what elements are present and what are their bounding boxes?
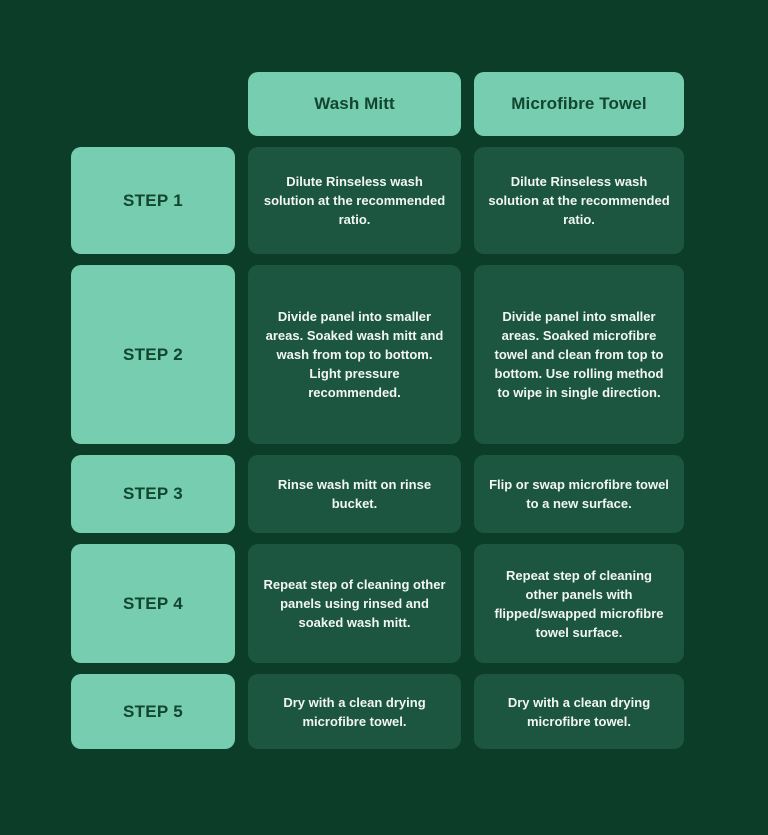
column-header-microfibre-towel: Microfibre Towel xyxy=(474,72,684,136)
step-label-4: STEP 4 xyxy=(71,544,235,663)
step-label-5: STEP 5 xyxy=(71,674,235,749)
step-label-1: STEP 1 xyxy=(71,147,235,254)
comparison-table: Wash Mitt Microfibre Towel STEP 1 Dilute… xyxy=(71,72,684,749)
cell-wash-mitt-step-5: Dry with a clean drying microfibre towel… xyxy=(248,674,461,749)
cell-wash-mitt-step-1: Dilute Rinseless wash solution at the re… xyxy=(248,147,461,254)
column-header-wash-mitt: Wash Mitt xyxy=(248,72,461,136)
cell-microfibre-towel-step-1: Dilute Rinseless wash solution at the re… xyxy=(474,147,684,254)
cell-microfibre-towel-step-5: Dry with a clean drying microfibre towel… xyxy=(474,674,684,749)
step-label-3: STEP 3 xyxy=(71,455,235,533)
cell-wash-mitt-step-3: Rinse wash mitt on rinse bucket. xyxy=(248,455,461,533)
step-column-header-spacer xyxy=(71,72,235,136)
cell-wash-mitt-step-4: Repeat step of cleaning other panels usi… xyxy=(248,544,461,663)
cell-microfibre-towel-step-4: Repeat step of cleaning other panels wit… xyxy=(474,544,684,663)
step-label-2: STEP 2 xyxy=(71,265,235,444)
cell-wash-mitt-step-2: Divide panel into smaller areas. Soaked … xyxy=(248,265,461,444)
cell-microfibre-towel-step-3: Flip or swap microfibre towel to a new s… xyxy=(474,455,684,533)
cell-microfibre-towel-step-2: Divide panel into smaller areas. Soaked … xyxy=(474,265,684,444)
